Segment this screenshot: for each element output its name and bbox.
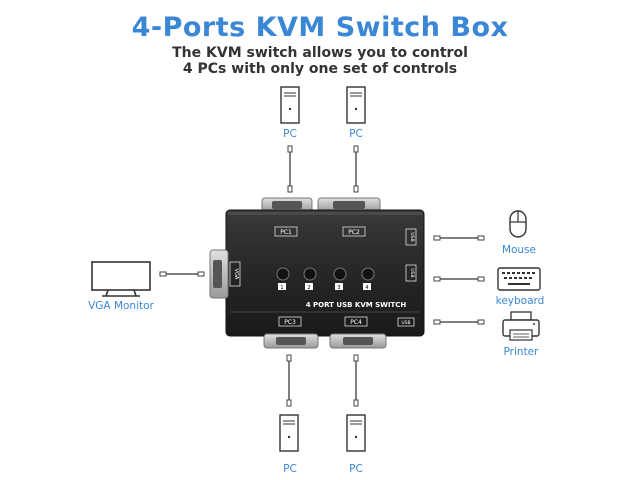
svg-text:PC1: PC1 — [280, 229, 292, 236]
cable-mouse — [433, 235, 485, 241]
svg-text:USB: USB — [409, 268, 415, 277]
cable-keyboard — [433, 276, 485, 282]
vga-port-bottom-2 — [329, 333, 387, 349]
label-pc-top-right: PC — [349, 128, 363, 140]
cable-top-right — [353, 145, 359, 193]
svg-text:3: 3 — [337, 285, 340, 291]
select-button-2[interactable]: 2 — [303, 267, 317, 291]
keyboard-icon — [497, 267, 541, 291]
monitor-icon — [91, 261, 151, 297]
select-button-1[interactable]: 1 — [276, 267, 290, 291]
subtitle-line-2: 4 PCs with only one set of controls — [182, 61, 458, 77]
cable-printer — [433, 319, 485, 325]
label-keyboard: keyboard — [495, 295, 545, 307]
port-label-pc3: PC3 — [278, 316, 302, 327]
cable-bottom-right — [353, 354, 359, 407]
usb-port-bottom: USB — [397, 317, 415, 327]
svg-text:PC4: PC4 — [350, 319, 362, 326]
label-vga-monitor: VGA Monitor — [88, 300, 154, 312]
usb-port-right-1: USB — [405, 228, 417, 246]
printer-icon — [502, 311, 540, 341]
label-mouse: Mouse — [501, 244, 537, 256]
pc-top-left-icon — [280, 86, 300, 124]
svg-text:2: 2 — [307, 285, 310, 291]
page-title: 4-Ports KVM Switch Box — [131, 12, 509, 43]
vga-port-bottom-1 — [263, 333, 319, 349]
vga-port-top-2 — [317, 197, 381, 213]
svg-text:USB: USB — [401, 320, 410, 326]
pc-top-right-icon — [346, 86, 366, 124]
svg-text:1: 1 — [280, 285, 283, 291]
label-printer: Printer — [503, 346, 539, 358]
svg-text:PC2: PC2 — [348, 229, 360, 236]
svg-text:VGA: VGA — [233, 269, 239, 280]
subtitle-line-1: The KVM switch allows you to control — [172, 45, 468, 61]
port-label-pc1: PC1 — [274, 226, 298, 237]
mouse-icon — [509, 210, 527, 238]
cable-bottom-left — [286, 354, 292, 407]
select-button-4[interactable]: 4 — [361, 267, 375, 291]
device-name-label: 4 PORT USB KVM SWITCH — [306, 301, 407, 309]
svg-text:PC3: PC3 — [284, 319, 296, 326]
label-pc-top-left: PC — [283, 128, 297, 140]
label-pc-bottom-right: PC — [349, 463, 363, 475]
vga-port-left — [209, 249, 229, 299]
usb-port-right-2: USB — [405, 264, 417, 282]
select-button-3[interactable]: 3 — [333, 267, 347, 291]
kvm-switch-device — [225, 209, 425, 337]
port-label-pc2: PC2 — [342, 226, 366, 237]
svg-text:USB: USB — [409, 232, 415, 241]
label-pc-bottom-left: PC — [283, 463, 297, 475]
pc-bottom-right-icon — [346, 414, 366, 452]
cable-top-left — [287, 145, 293, 193]
port-label-vga: VGA — [229, 261, 241, 287]
pc-bottom-left-icon — [279, 414, 299, 452]
svg-text:4: 4 — [365, 285, 368, 291]
port-label-pc4: PC4 — [344, 316, 368, 327]
cable-monitor — [159, 271, 205, 277]
